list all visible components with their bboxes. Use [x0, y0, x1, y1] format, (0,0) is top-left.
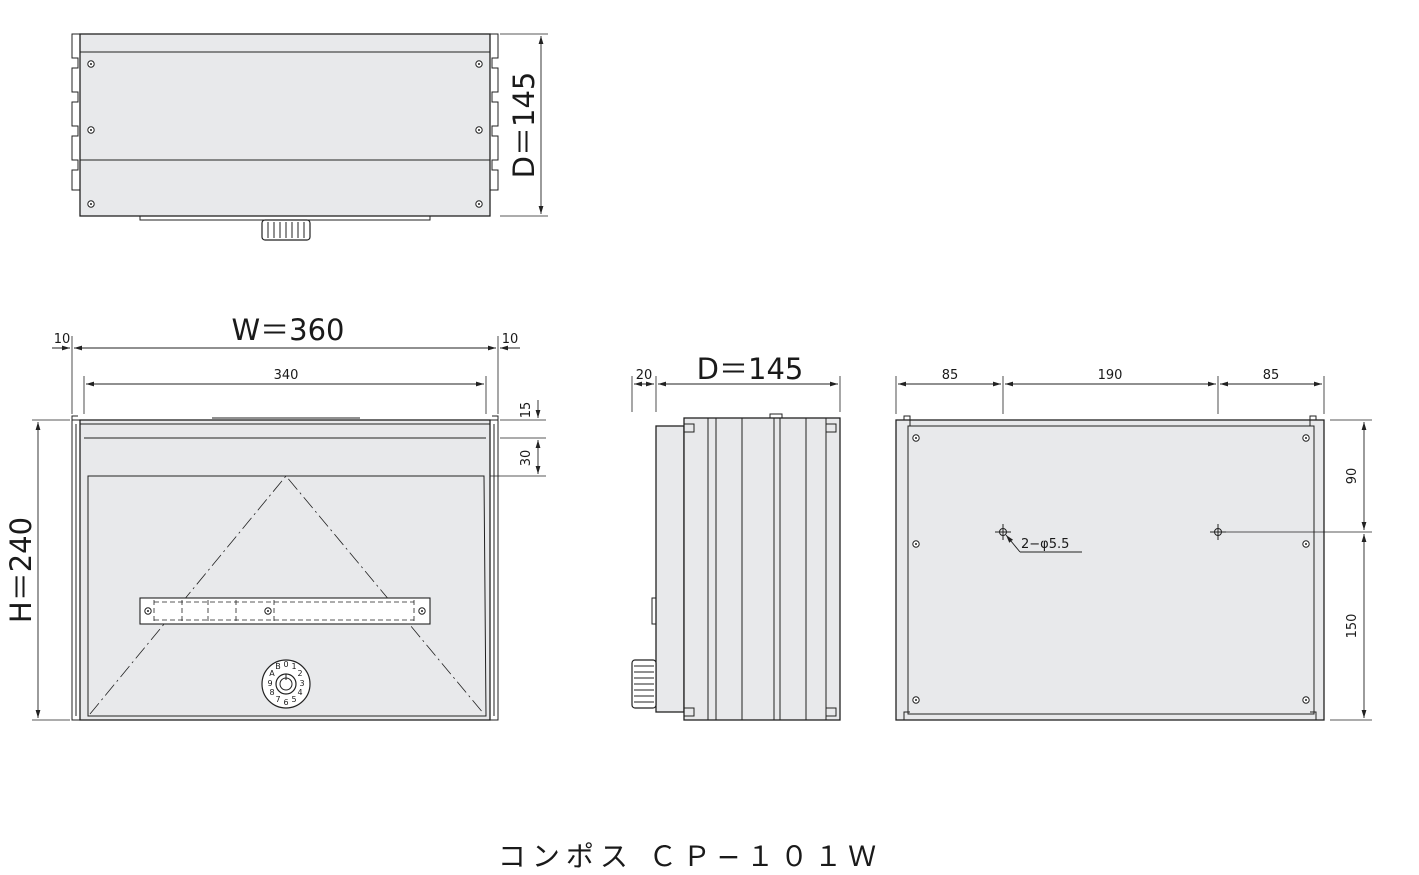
- dial-digit: 5: [291, 695, 296, 704]
- screw-icon: [475, 60, 483, 68]
- dial-lock-icon: 0 1 2 3 4 5 6 7 8 9 A B: [261, 659, 311, 709]
- side-offset-label: 20: [636, 368, 653, 383]
- side-view-body: [683, 417, 841, 721]
- side-view: 20 D＝145: [631, 352, 841, 721]
- top-view: D＝145: [71, 33, 548, 241]
- screw-icon: [1302, 434, 1310, 442]
- front-width-label: W＝360: [231, 313, 344, 347]
- side-door-panel: [655, 425, 685, 713]
- dial-digit: 7: [275, 695, 280, 704]
- back-lower-height-label: 150: [1345, 614, 1360, 639]
- top-view-body: [79, 33, 491, 217]
- dial-digit: 2: [297, 669, 302, 678]
- screw-icon: [264, 607, 272, 615]
- back-left-span-label: 85: [942, 368, 959, 383]
- dial-knob-top: [261, 219, 311, 241]
- dial-digit: B: [275, 662, 281, 671]
- screw-icon: [912, 696, 920, 704]
- top-depth-label: D＝145: [507, 72, 541, 179]
- left-flange: [71, 33, 80, 191]
- screw-icon: [475, 126, 483, 134]
- back-upper-height-label: 90: [1345, 468, 1360, 485]
- back-right-span-label: 85: [1263, 368, 1280, 383]
- drawing-title: コンポス ＣＰ−１０１Ｗ: [498, 840, 882, 873]
- left-margin-label: 10: [54, 332, 71, 347]
- screw-icon: [912, 540, 920, 548]
- right-flange: [490, 33, 499, 191]
- dial-digit: 6: [283, 698, 288, 707]
- inner-width-label: 340: [274, 368, 299, 383]
- screw-icon: [475, 200, 483, 208]
- dial-digit: 1: [291, 662, 296, 671]
- screw-icon: [87, 200, 95, 208]
- back-middle-span-label: 190: [1098, 368, 1123, 383]
- top-offset-30-label: 30: [519, 450, 534, 467]
- lid-hidden-lines: [89, 475, 485, 715]
- screw-icon: [1302, 696, 1310, 704]
- dial-digit: A: [269, 669, 275, 678]
- screw-icon: [1302, 540, 1310, 548]
- screw-icon: [912, 434, 920, 442]
- dial-digit: 3: [299, 679, 304, 688]
- screw-icon: [87, 60, 95, 68]
- top-offset-15-label: 15: [519, 402, 534, 419]
- screw-icon: [418, 607, 426, 615]
- mounting-hole-icon: [995, 524, 1011, 540]
- dial-digit: 4: [297, 688, 302, 697]
- dial-knob-side: [631, 659, 657, 709]
- side-depth-label: D＝145: [697, 352, 804, 386]
- screw-icon: [144, 607, 152, 615]
- dial-digit: 9: [267, 679, 272, 688]
- back-view: 2−φ5.5 85 190 85 90 150: [895, 368, 1372, 721]
- dial-digit: 8: [269, 688, 274, 697]
- mounting-hole-icon: [1210, 524, 1226, 540]
- hole-note-label: 2−φ5.5: [1021, 537, 1069, 552]
- front-height-label: H＝240: [4, 517, 38, 623]
- dial-digit: 0: [283, 660, 288, 669]
- front-view: 0 1 2 3 4 5 6 7 8 9 A B W＝360 10 10 340: [4, 313, 546, 721]
- screw-icon: [87, 126, 95, 134]
- right-margin-label: 10: [502, 332, 519, 347]
- back-view-body: [895, 419, 1325, 721]
- back-inner-panel: [907, 425, 1315, 715]
